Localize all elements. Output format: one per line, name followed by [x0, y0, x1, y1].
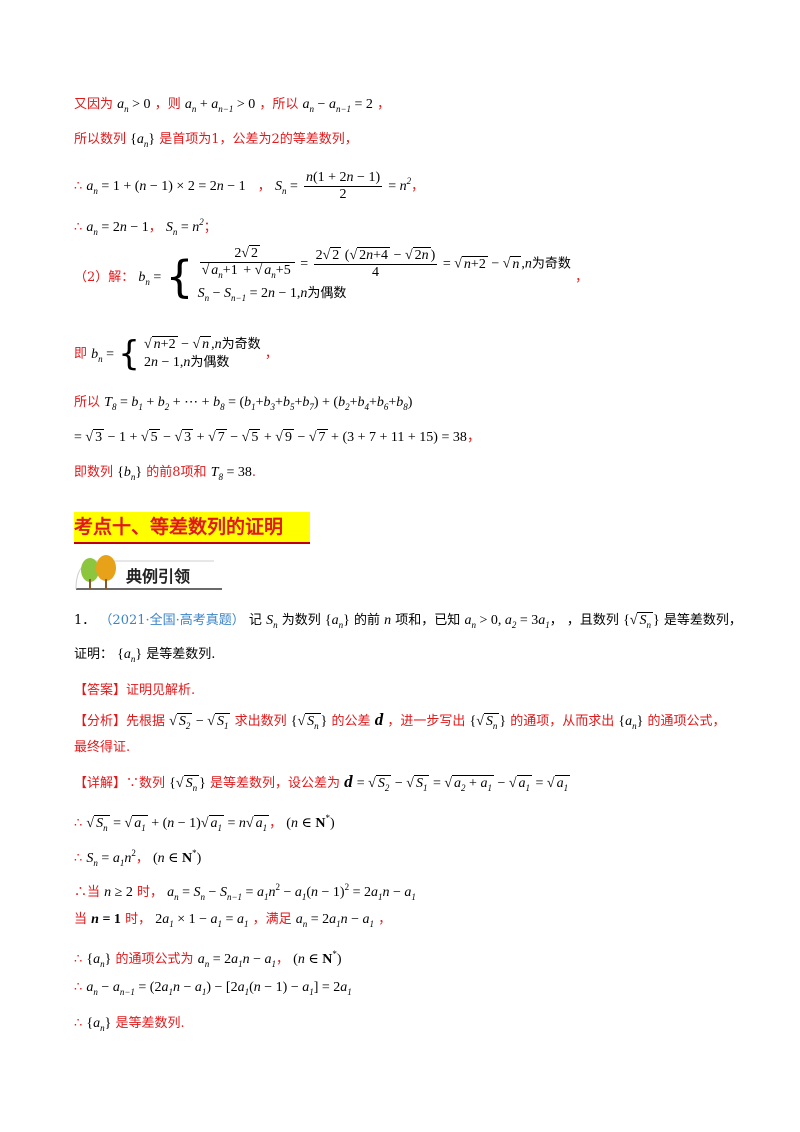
banner-label: 典例引领 [126, 567, 191, 586]
therefore-symbol: ∴ [74, 220, 83, 235]
answer-label: 【答案】 [74, 683, 127, 698]
detail-line-1: 【详解】∵数列 {√Sn} 是等差数列，设公差为 d = √S2 − √S1 =… [74, 772, 571, 793]
analysis-line-1: 【分析】先根据 √S2 − √S1 求出数列 {√Sn} 的公差 d ，进一步写… [74, 710, 726, 731]
text-segment: 所以 [74, 395, 101, 410]
solution-t8-expansion: = √3 − 1 + √5 − √3 + √7 − √5 + √9 − √7 +… [74, 429, 481, 445]
section-title: 考点十、等差数列的证明 [74, 512, 310, 544]
text-segment: ∴ [74, 952, 83, 967]
detail-line-5: 当 n = 1 时， 2a1 × 1 − a1 = a1 ，满足 an = 2a… [74, 912, 392, 929]
text-segment: 即数列 [74, 465, 114, 480]
problem-line-2: 证明： {an} 是等差数列. [74, 647, 216, 664]
text-segment: ，进一步写出 [387, 714, 466, 729]
even-label: 为偶数 [307, 286, 347, 301]
text-segment: 又因为 [74, 97, 114, 112]
solution-part2-bn: （2）解： bn = { 2√2√an+1 + √an+5 = 2√2 (√2n… [74, 245, 589, 303]
solution-line-4: ∴ an = 2n − 1， Sn = n2； [74, 217, 217, 237]
detail-line-4: ∴当 n ≥ 2 时， an = Sn − Sn−1 = a1n2 − a1(n… [74, 882, 416, 902]
answer-line: 【答案】证明见解析. [74, 681, 195, 701]
text-segment: ∴当 [74, 885, 101, 900]
text-segment: 项和，已知 [395, 613, 461, 628]
detail-line-8: ∴ {an} 是等差数列. [74, 1016, 185, 1033]
text-segment: 的前 [353, 613, 380, 628]
text-segment: 是等差数列. [146, 647, 216, 662]
tree-icon [75, 555, 222, 590]
text-segment: 是等差数列，设公差为 [209, 776, 340, 791]
odd-label: 为奇数 [531, 256, 571, 272]
text-segment: 是等差数列， [663, 613, 742, 628]
text-segment: . [251, 465, 257, 480]
solution-bn-cases: 即 bn = { √n+2 − √n,n为奇数 2n − 1,n为偶数 ， [74, 334, 278, 374]
problem-source: （2021·全国·高考真题） [99, 613, 245, 628]
text-segment: 证明： [74, 647, 114, 662]
text-segment: 的通项公式， [647, 714, 726, 729]
text-segment: 记 [248, 613, 262, 628]
solution-line-3: ∴ an = 1 + (n − 1) × 2 = 2n − 1 ， Sn = n… [74, 170, 425, 202]
problem-line-1: 1． （2021·全国·高考真题） 记 Sn 为数列 {an} 的前 n 项和，… [74, 612, 742, 630]
detail-line-7: ∴ an − an−1 = (2a1n − a1) − [2a1(n − 1) … [74, 980, 352, 997]
therefore-symbol: ∴ [74, 179, 83, 194]
text-segment: 先根据 [126, 714, 166, 729]
text-segment: 是等差数列. [115, 1016, 185, 1031]
text-segment: ∴ [74, 1016, 83, 1031]
sum-result: = 38 [441, 430, 467, 445]
text-segment: ，满足 [252, 912, 292, 927]
even-label: 为偶数 [190, 355, 230, 370]
solution-t8-sum: 所以 T8 = b1 + b2 + ⋯ + b8 = (b1+b3+b5+b7)… [74, 395, 413, 412]
text-segment: 求出数列 [234, 714, 287, 729]
text-segment: 的公差 [331, 714, 371, 729]
analysis-line-2: 最终得证. [74, 738, 130, 758]
text-segment: 最终得证. [74, 740, 131, 755]
solution-conclusion: 即数列 {bn} 的前8项和 T8 = 38. [74, 465, 257, 482]
text-segment: ，所以 [259, 97, 299, 112]
solution-line-2: 所以数列 {an} 是首项为1，公差为2的等差数列， [74, 132, 358, 149]
text-segment: ， [377, 97, 391, 112]
text-segment: 是首项为1，公差为2的等差数列， [159, 132, 358, 147]
detail-line-6: ∴ {an} 的通项公式为 an = 2a1n − a1， (n ∈ N*) [74, 949, 342, 969]
text-segment: 所以数列 [74, 132, 127, 147]
detail-line-2: ∴ √Sn = √a1 + (n − 1)√a1 = n√a1， (n ∈ N*… [74, 813, 335, 833]
example-banner: 典例引领 [74, 553, 224, 593]
text-segment: ， [378, 912, 392, 927]
detail-label: 【详解】 [74, 776, 127, 791]
text-segment: ，则 [154, 97, 181, 112]
text-segment: 当 [74, 912, 88, 927]
text-segment: 为数列 [281, 613, 321, 628]
text-segment: 的前8项和 [146, 465, 207, 480]
part-label: （2）解： [74, 270, 135, 285]
analysis-label: 【分析】 [74, 714, 127, 729]
odd-label: 为奇数 [221, 337, 261, 352]
answer-text: 证明见解析. [126, 683, 196, 698]
text-segment: 的通项公式为 [115, 952, 194, 967]
text-segment: 即 [74, 346, 88, 362]
text-segment: ∵数列 [126, 776, 166, 791]
text-segment: ，且数列 [566, 613, 619, 628]
detail-line-3: ∴ Sn = a1n2， (n ∈ N*) [74, 848, 202, 868]
solution-line-1: 又因为 an > 0 ，则 an + an−1 > 0 ，所以 an − an−… [74, 97, 391, 114]
text-segment: 的通项，从而求出 [510, 714, 615, 729]
text-segment: 时， [136, 885, 163, 900]
problem-number: 1． [74, 613, 96, 628]
text-segment: 时， [125, 912, 152, 927]
